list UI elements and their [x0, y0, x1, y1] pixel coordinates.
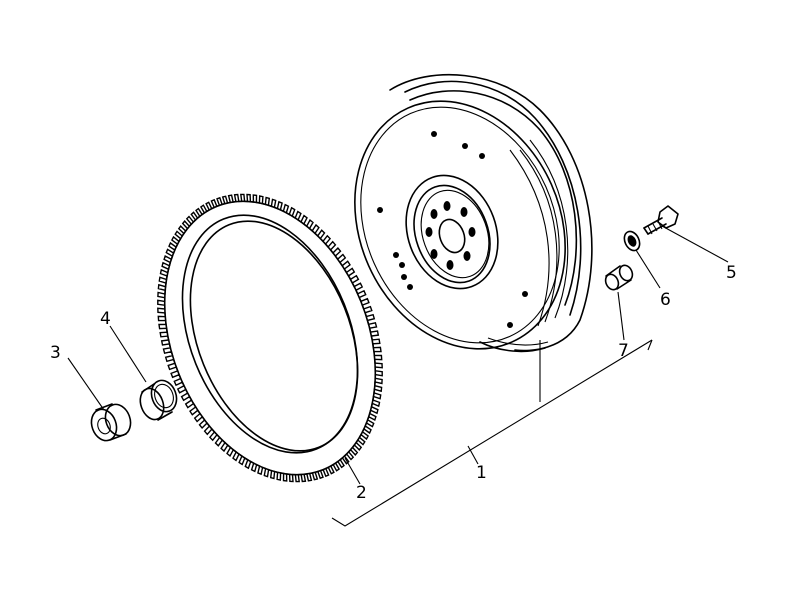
callout-6: 6 — [660, 290, 671, 310]
pilot-bearing — [90, 403, 132, 442]
callout-4: 4 — [100, 309, 111, 329]
bushing — [139, 379, 178, 421]
flywheel — [354, 73, 593, 353]
hub-bolt-holes — [425, 201, 476, 270]
ring-gear-teeth — [157, 193, 383, 483]
dowel-pin — [604, 264, 634, 291]
callout-1: 1 — [476, 463, 487, 483]
washer — [623, 230, 641, 252]
callout-7: 7 — [618, 341, 629, 361]
callout-5: 5 — [726, 263, 737, 283]
ring-gear — [157, 193, 383, 483]
callouts: 1 2 3 4 5 6 7 — [50, 263, 737, 503]
ring-gear-teeth-outline — [157, 193, 383, 483]
leader-lines — [67, 225, 729, 527]
callout-3: 3 — [50, 343, 61, 363]
face-bolt-holes — [377, 131, 528, 328]
bolt — [643, 205, 679, 235]
callout-2: 2 — [356, 483, 367, 503]
